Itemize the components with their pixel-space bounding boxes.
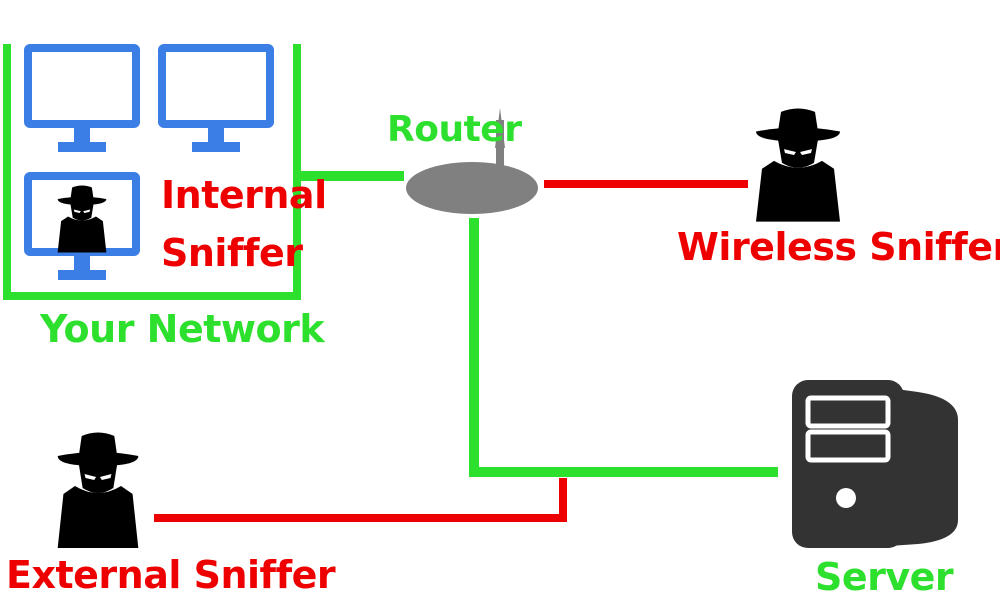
monitor-icon xyxy=(28,48,136,152)
internal-sniffer-label-line1: Internal xyxy=(161,173,327,217)
internal-sniffer-label-line2: Sniffer xyxy=(161,231,303,275)
router-to-server-link xyxy=(469,218,778,477)
router-icon xyxy=(406,108,538,214)
wireless-sniffer-label: Wireless Sniffer xyxy=(677,225,1000,269)
external-sniffer-spy-icon xyxy=(57,432,139,548)
server-label: Server xyxy=(815,555,954,599)
your-network-border xyxy=(3,44,301,300)
internal-sniffer-spy-icon xyxy=(57,185,107,253)
external-sniffer-link xyxy=(154,478,567,522)
your-network-label: Your Network xyxy=(40,307,325,351)
wireless-sniffer-spy-icon xyxy=(756,108,840,222)
server-tower-icon xyxy=(792,380,958,548)
router-label: Router xyxy=(387,109,522,150)
external-sniffer-label: External Sniffer xyxy=(6,553,336,597)
monitor-icon xyxy=(162,48,270,152)
